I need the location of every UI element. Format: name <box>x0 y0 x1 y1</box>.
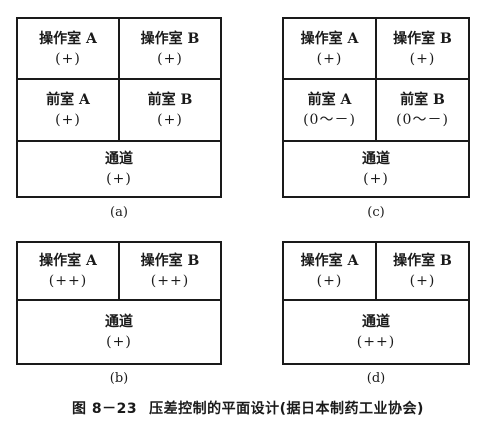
room-corridor: 通道 (+) <box>18 301 220 363</box>
diagram-c: 操作室 A (+) 操作室 B (+) 前室 A (0～－) 前室 B (0～－… <box>282 17 470 198</box>
diagram-a-row-anteroom: 前室 A (+) 前室 B (+) <box>18 80 220 140</box>
room-pressure: (+) <box>55 112 81 128</box>
room-corridor: 通道 (+) <box>284 142 468 196</box>
room-anteroom-a: 前室 A (0～－) <box>284 80 375 140</box>
diagram-a-row-corridor: 通道 (+) <box>18 142 220 196</box>
diagram-d-label: (d) <box>366 371 386 386</box>
room-name: 操作室 A <box>39 253 97 269</box>
diagram-d: 操作室 A (+) 操作室 B (+) 通道 (++) <box>282 241 470 365</box>
room-corridor: 通道 (++) <box>284 301 468 363</box>
room-pressure: (+) <box>157 50 183 67</box>
diagram-a-row-operation: 操作室 A (+) 操作室 B (+) <box>18 19 220 78</box>
diagram-c-row-anteroom: 前室 A (0～－) 前室 B (0～－) <box>284 80 468 140</box>
figure-number: 图 8－23 <box>72 401 138 417</box>
wall <box>284 140 468 142</box>
room-name: 操作室 B <box>140 253 200 269</box>
room-pressure: (0～－) <box>303 112 356 128</box>
room-pressure: (+) <box>157 112 183 128</box>
room-pressure: (0～－) <box>396 112 449 128</box>
room-name: 操作室 B <box>393 253 452 269</box>
room-corridor: 通道 (+) <box>18 142 220 196</box>
room-name: 前室 A <box>46 92 90 108</box>
room-operation-a: 操作室 A (+) <box>18 19 118 78</box>
diagram-b-row-operation: 操作室 A (++) 操作室 B (++) <box>18 243 220 299</box>
diagram-c-row-operation: 操作室 A (+) 操作室 B (+) <box>284 19 468 78</box>
room-name: 前室 B <box>147 92 193 108</box>
diagram-b-label: (b) <box>109 371 129 386</box>
room-operation-a: 操作室 A (+) <box>284 19 375 78</box>
wall <box>284 299 468 301</box>
room-name: 通道 <box>362 151 390 167</box>
room-anteroom-b: 前室 B (+) <box>118 80 220 140</box>
diagram-a: 操作室 A (+) 操作室 B (+) 前室 A (+) 前室 B (+) 通道… <box>16 17 222 198</box>
diagram-c-label: (c) <box>367 205 385 220</box>
diagram-c-row-corridor: 通道 (+) <box>284 142 468 196</box>
room-pressure: (+) <box>106 334 132 350</box>
room-operation-b: 操作室 B (+) <box>118 19 220 78</box>
room-pressure: (+) <box>363 171 389 187</box>
figure-caption: 图 8－23 压差控制的平面设计(据日本制药工业协会) <box>0 398 496 418</box>
room-pressure: (+) <box>409 273 436 289</box>
room-operation-b: 操作室 B (++) <box>118 243 220 299</box>
room-pressure: (+) <box>316 50 343 67</box>
room-name: 操作室 B <box>393 30 452 47</box>
room-operation-a: 操作室 A (++) <box>18 243 118 299</box>
room-anteroom-a: 前室 A (+) <box>18 80 118 140</box>
room-name: 操作室 A <box>39 30 97 47</box>
room-name: 通道 <box>362 314 390 330</box>
room-operation-b: 操作室 B (+) <box>375 243 468 299</box>
room-pressure: (++) <box>150 273 190 289</box>
room-pressure: (+) <box>316 273 343 289</box>
figure-title: 压差控制的平面设计(据日本制药工业协会) <box>149 401 424 417</box>
diagram-a-label: (a) <box>110 205 128 220</box>
room-pressure: (++) <box>48 273 88 289</box>
diagram-d-row-corridor: 通道 (++) <box>284 301 468 363</box>
room-pressure: (+) <box>106 171 132 187</box>
room-name: 通道 <box>105 314 133 330</box>
room-name: 前室 B <box>400 92 445 108</box>
room-name: 操作室 B <box>140 30 200 47</box>
room-pressure: (+) <box>409 50 436 67</box>
room-pressure: (++) <box>356 334 396 350</box>
room-name: 操作室 A <box>300 30 359 47</box>
room-name: 操作室 A <box>300 253 359 269</box>
room-pressure: (+) <box>55 50 81 67</box>
room-operation-b: 操作室 B (+) <box>375 19 468 78</box>
wall <box>18 299 220 301</box>
room-name: 前室 A <box>307 92 352 108</box>
wall <box>18 140 220 142</box>
wall <box>18 78 220 80</box>
wall <box>284 78 468 80</box>
diagram-d-row-operation: 操作室 A (+) 操作室 B (+) <box>284 243 468 299</box>
diagram-b-row-corridor: 通道 (+) <box>18 301 220 363</box>
room-anteroom-b: 前室 B (0～－) <box>375 80 468 140</box>
room-operation-a: 操作室 A (+) <box>284 243 375 299</box>
room-name: 通道 <box>105 151 133 167</box>
diagram-b: 操作室 A (++) 操作室 B (++) 通道 (+) <box>16 241 222 365</box>
